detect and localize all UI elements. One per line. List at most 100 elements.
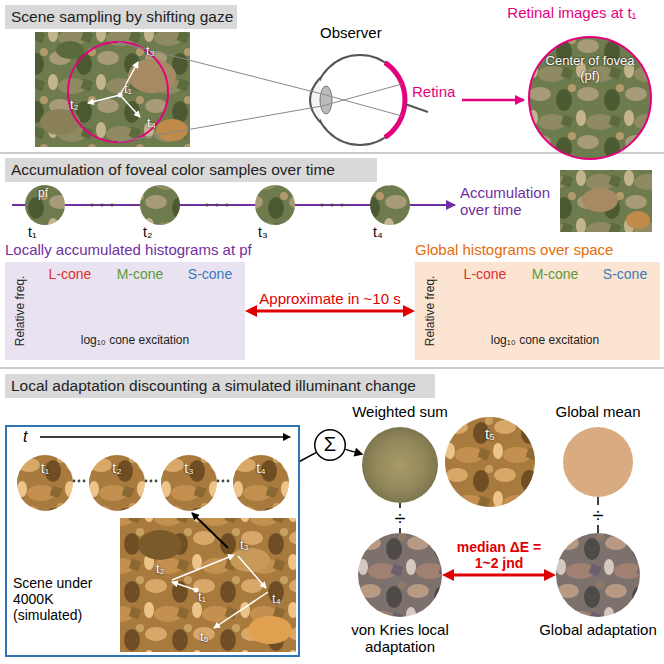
arrow-head: [544, 569, 556, 581]
divider: [0, 367, 664, 369]
arrow-head: [403, 305, 415, 317]
scene-image: [120, 518, 296, 652]
text-label: t₁: [124, 82, 132, 97]
node-text: t₁: [17, 460, 73, 476]
foveal-sample: t₃: [161, 455, 217, 511]
heading-text: Weighted sum: [340, 403, 460, 420]
foveal-sample: t₂: [89, 455, 145, 511]
axis-label: S-cone: [592, 266, 658, 282]
axis-label: S-cone: [177, 266, 243, 282]
circle-shape: [233, 455, 289, 511]
connector-line: [345, 449, 356, 452]
heading-text: Global mean: [538, 403, 658, 420]
circle-shape: [362, 427, 438, 503]
scene-image: [35, 32, 190, 147]
adapted-image-circle: von Kries local adaptation: [358, 533, 442, 617]
circle-outline: [358, 533, 442, 617]
text-label: t₄: [373, 224, 383, 240]
circle-outline: [563, 427, 633, 497]
connector: [300, 453, 316, 462]
text-label: t₄: [147, 116, 156, 131]
weighted-sum-circle: Weighted sum: [362, 427, 438, 503]
foveal-sample: t₄: [233, 455, 289, 511]
text-label: t₅: [200, 630, 209, 645]
edge-label: median ΔE = 1~2 jnd: [447, 539, 551, 571]
connector: [345, 448, 363, 457]
circle-shape: [89, 455, 145, 511]
axis-label: L-cone: [37, 266, 103, 282]
histogram-panel: Global histograms over spaceL-coneM-cone…: [415, 262, 660, 360]
pointer-arrow: [192, 513, 228, 548]
circle-shape: [563, 427, 633, 497]
text-label: t₃: [240, 538, 249, 553]
section-header: Local adaptation discounting a simulated…: [5, 374, 435, 398]
circle-shape: [358, 533, 442, 617]
axis-label: t: [23, 428, 39, 446]
text-label: t₂: [156, 562, 165, 577]
adapted-image-circle: Global adaptation: [556, 533, 640, 617]
text-label: Retina: [412, 83, 455, 100]
circle-shape: [315, 430, 346, 461]
circle-shape: [161, 455, 217, 511]
arrow-head: [442, 569, 454, 581]
connector-line: [452, 574, 546, 577]
axis-label: M-cone: [107, 266, 173, 282]
sequence-box: tScene under 4000K (simulated) t₁ t₂ t₃ t₄: [5, 425, 300, 657]
eye-drawing: [118, 42, 428, 145]
axis-label: M-cone: [522, 266, 588, 282]
arrow-head: [245, 305, 257, 317]
node-text: t₂: [89, 460, 145, 476]
edge-label: Approximate in ~10 s: [259, 290, 400, 307]
node-text: Center of fovea (pf): [542, 54, 638, 84]
axis-label: Relative freq.: [14, 266, 28, 356]
text-label: t₁: [28, 224, 37, 240]
panel-heading: Global histograms over space: [415, 241, 664, 258]
foveal-sample: t₁: [17, 455, 73, 511]
current-sample-circle: t₅: [445, 417, 535, 507]
text-label: t₁: [198, 590, 206, 605]
node-text: Scene under 4000K (simulated): [13, 575, 121, 623]
axis-label: Relative freq.: [424, 266, 438, 356]
circle-shape: [17, 455, 73, 511]
panel-heading: Locally accumulated histograms at pf: [5, 241, 305, 258]
scene-thumbnail: [560, 170, 652, 232]
text-label: t₂: [143, 224, 152, 240]
pointer-arrow: [462, 99, 524, 102]
timeline: [12, 185, 455, 225]
axis-label: log₁₀ cone excitation: [445, 334, 645, 348]
caption-text: Global adaptation: [533, 621, 663, 638]
connector: [245, 305, 415, 317]
section-header: Accumulation of foveal color samples ove…: [5, 158, 377, 182]
header-text: Accumulation of foveal color samples ove…: [11, 161, 371, 179]
caption-text: von Kries local adaptation: [340, 621, 460, 656]
node-text: t₃: [161, 460, 217, 476]
circle-shape: [445, 417, 535, 507]
circle-outline: [556, 533, 640, 617]
header-text: Scene sampling by shifting gaze: [11, 8, 231, 26]
retinal-image-circle: Retinal images at t₁Center of fovea (pf): [528, 36, 652, 160]
histogram-panel: Locally accumulated histograms at pfL-co…: [5, 262, 245, 360]
header-text: Local adaptation discounting a simulated…: [11, 377, 431, 395]
node-text: Σ: [314, 433, 346, 455]
axis-label: log₁₀ cone excitation: [35, 334, 235, 348]
connector-line: [300, 453, 316, 462]
time-axis: [40, 436, 290, 438]
text-label: t₄: [272, 592, 281, 607]
node-text: t₄: [233, 460, 289, 476]
text-label: t₂: [70, 98, 79, 113]
text-label: Accumulation over time: [460, 184, 558, 219]
text-label: pf: [38, 187, 48, 201]
circle-shape: [556, 533, 640, 617]
text-label: t₃: [258, 224, 268, 240]
global-mean-circle: Global mean: [563, 427, 633, 497]
edge-label: ÷: [393, 508, 408, 528]
sum-symbol: Σ: [314, 429, 346, 461]
arrow-head: [354, 448, 364, 457]
connector-line: [255, 310, 405, 313]
circle-outline: [362, 427, 438, 503]
heading-text: Retinal images at t₁: [486, 4, 658, 21]
axis-label: L-cone: [452, 266, 518, 282]
section-header: Scene sampling by shifting gaze: [5, 5, 237, 29]
text-label: Observer: [320, 24, 382, 41]
circle-shape: [529, 37, 651, 159]
